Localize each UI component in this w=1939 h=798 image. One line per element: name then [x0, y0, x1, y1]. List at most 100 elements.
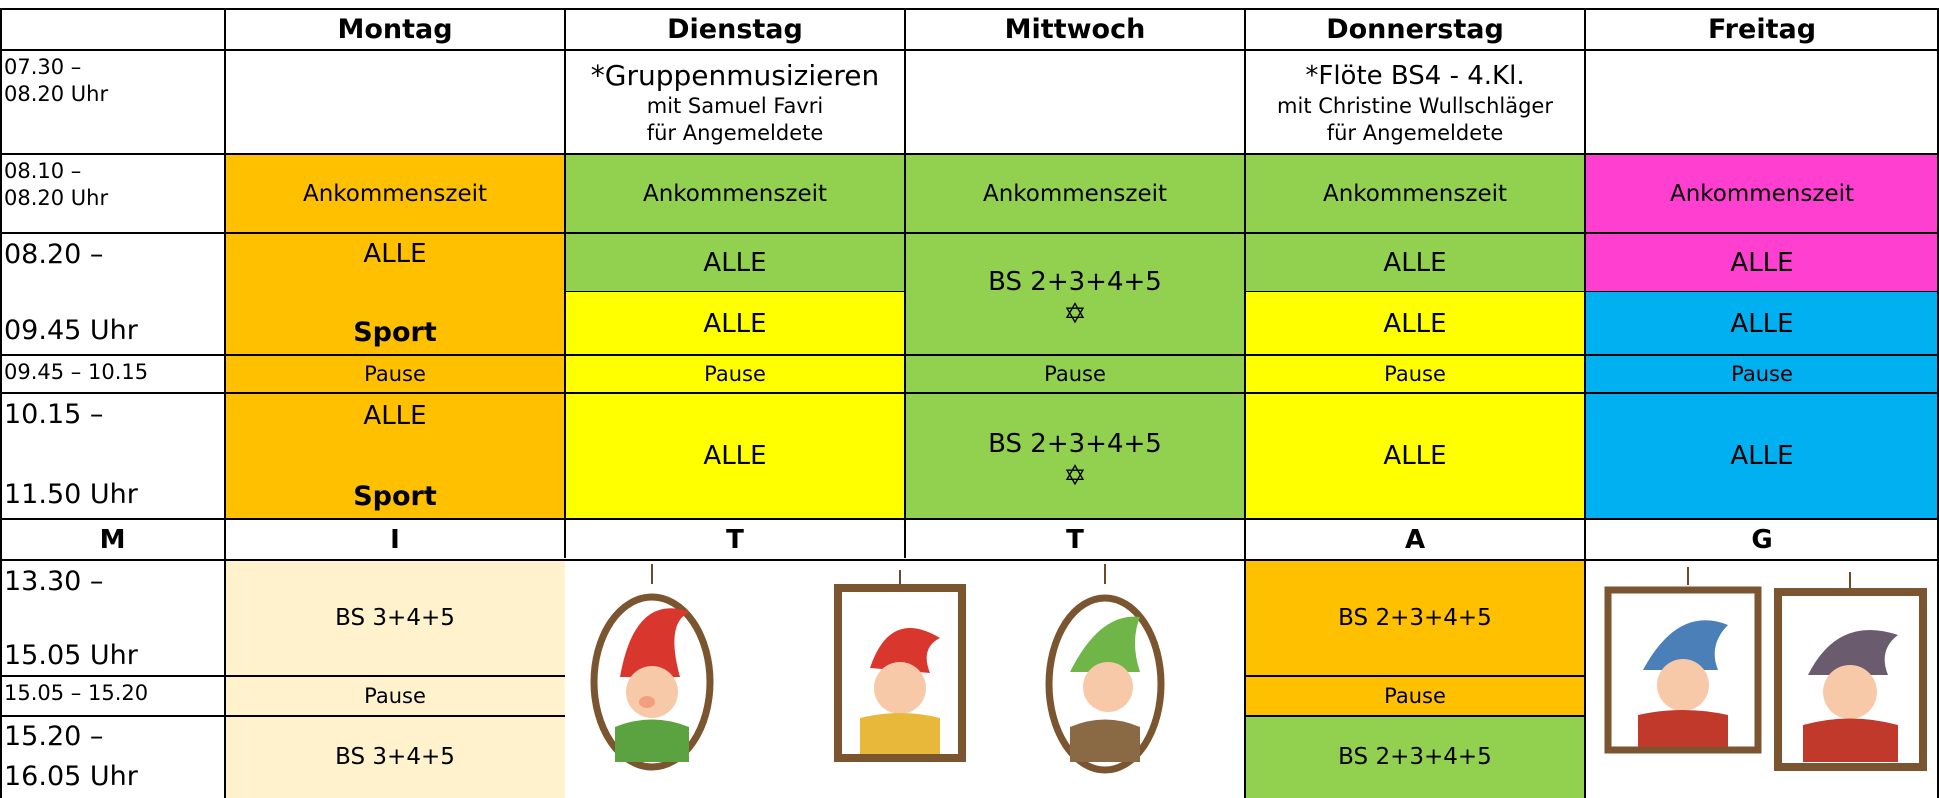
wed-block1: BS 2+3+4+5 ✡ — [905, 233, 1245, 355]
grid-line — [904, 8, 906, 558]
gnome-red-hat-square-illustration — [834, 570, 966, 762]
time-0730-start: 07.30 – — [4, 55, 82, 79]
thu-arrival-label: Ankommenszeit — [1322, 180, 1508, 207]
grid-line — [1245, 291, 1939, 292]
header-wednesday: Mittwoch — [1004, 13, 1146, 45]
thu-afternoon-pause: Pause — [1245, 676, 1585, 716]
grid-line — [565, 291, 905, 292]
gnome-grey-hat-illustration — [1774, 572, 1927, 771]
time-1330: 13.30 – 15.05 Uhr — [0, 560, 225, 676]
time-1330-start: 13.30 – — [4, 566, 104, 597]
fri-arrival-label: Ankommenszeit — [1669, 180, 1855, 207]
grid-line — [1584, 8, 1586, 798]
mon-block2-all: ALLE — [363, 401, 427, 431]
tue-block1-top: ALLE — [565, 233, 905, 292]
thu-early-teacher: mit Christine Wullschläger — [1277, 94, 1553, 118]
time-0730: 07.30 – 08.20 Uhr — [0, 50, 225, 154]
grid-line — [0, 392, 1939, 394]
time-0810-end: 08.20 Uhr — [4, 186, 109, 210]
wed-block2: BS 2+3+4+5 ✡ — [905, 393, 1245, 519]
thu-block2: ALLE — [1245, 393, 1585, 519]
grid-line — [1245, 715, 1585, 717]
thu-arrival: Ankommenszeit — [1245, 154, 1585, 233]
mon-block1: ALLE Sport — [225, 233, 565, 355]
thu-early-note: für Angemeldete — [1326, 121, 1504, 145]
midday-letter-m: M — [99, 524, 126, 555]
time-0810-start: 08.10 – — [4, 159, 82, 183]
midday-letter-a: A — [1404, 524, 1426, 555]
wed-arrival: Ankommenszeit — [905, 154, 1245, 233]
grid-line — [0, 49, 1939, 51]
gnome-green-hat-oval-illustration — [1045, 564, 1165, 774]
time-0820-end: 09.45 Uhr — [4, 315, 138, 346]
time-0820-start: 08.20 – — [4, 239, 104, 270]
wed-pause-label: Pause — [1044, 362, 1106, 386]
fri-block1-top-label: ALLE — [1730, 247, 1794, 278]
midday-letter-t1: T — [726, 524, 744, 555]
thu-afternoon2: BS 2+3+4+5 — [1245, 716, 1585, 798]
mon-arrival: Ankommenszeit — [225, 154, 565, 233]
thu-block1-bottom: ALLE — [1245, 292, 1585, 355]
thu-afternoon2-label: BS 2+3+4+5 — [1338, 744, 1492, 770]
fri-block2: ALLE — [1585, 393, 1939, 519]
tue-pause: Pause — [565, 355, 905, 393]
thu-afternoon1-label: BS 2+3+4+5 — [1338, 605, 1492, 631]
sun-icon: ✡ — [1063, 297, 1087, 330]
mon-block1-sport: Sport — [353, 317, 437, 348]
gnome-blue-hat-illustration — [1604, 567, 1762, 754]
time-1505: 15.05 – 15.20 — [0, 676, 225, 716]
tue-arrival: Ankommenszeit — [565, 154, 905, 233]
time-1015-start: 10.15 – — [4, 399, 104, 430]
tue-early-note: für Angemeldete — [646, 121, 824, 145]
thu-early-title: *Flöte BS4 - 4.Kl. — [1305, 61, 1525, 91]
mon-afternoon1: BS 3+4+5 — [225, 560, 565, 676]
tue-early-lesson: *Gruppenmusizieren mit Samuel Favri für … — [565, 50, 905, 154]
header-thursday: Donnerstag — [1326, 13, 1504, 45]
thu-block2-label: ALLE — [1383, 441, 1447, 471]
time-0945-range: 09.45 – 10.15 — [4, 360, 149, 384]
time-0945: 09.45 – 10.15 — [0, 355, 225, 393]
grid-line — [1245, 675, 1585, 677]
wed-arrival-label: Ankommenszeit — [982, 180, 1168, 207]
time-1520-start: 15.20 – — [4, 721, 104, 752]
fri-pause: Pause — [1585, 355, 1939, 393]
fri-block1-top: ALLE — [1585, 233, 1939, 292]
thu-afternoon-pause-label: Pause — [1384, 684, 1446, 708]
grid-line — [224, 8, 226, 798]
tue-block2-label: ALLE — [703, 441, 767, 471]
mon-afternoon-pause-label: Pause — [364, 684, 426, 708]
thu-pause-label: Pause — [1384, 362, 1446, 386]
time-0820: 08.20 – 09.45 Uhr — [0, 233, 225, 355]
mon-afternoon2-label: BS 3+4+5 — [335, 744, 455, 770]
grid-line — [1937, 8, 1939, 798]
grid-line — [0, 232, 1939, 234]
fri-block1-bottom: ALLE — [1585, 292, 1939, 355]
header-friday: Freitag — [1707, 13, 1817, 45]
tue-block1-top-label: ALLE — [703, 247, 767, 278]
midday-letter-g: G — [1751, 524, 1773, 555]
thu-block1-top: ALLE — [1245, 233, 1585, 292]
mon-afternoon2: BS 3+4+5 — [225, 716, 565, 798]
mon-afternoon1-label: BS 3+4+5 — [335, 605, 455, 631]
tue-block1-bottom: ALLE — [565, 292, 905, 355]
time-0730-end: 08.20 Uhr — [4, 82, 109, 106]
grid-line — [0, 675, 565, 677]
grid-line — [0, 8, 2, 798]
wed-block2-label: BS 2+3+4+5 — [988, 429, 1162, 459]
gnome-red-hat-oval-illustration — [590, 564, 714, 771]
fri-arrival: Ankommenszeit — [1585, 154, 1939, 233]
grid-line — [0, 518, 1939, 520]
time-0810: 08.10 – 08.20 Uhr — [0, 154, 225, 233]
time-1505-range: 15.05 – 15.20 — [4, 681, 149, 705]
mon-pause-label: Pause — [364, 362, 426, 386]
header-tuesday: Dienstag — [667, 13, 803, 45]
thu-block1-top-label: ALLE — [1383, 247, 1447, 278]
midday-letter-i: I — [390, 524, 400, 555]
grid-line — [0, 153, 1939, 155]
fri-block2-label: ALLE — [1730, 441, 1794, 471]
tue-block2: ALLE — [565, 393, 905, 519]
grid-line — [564, 8, 566, 558]
mon-pause: Pause — [225, 355, 565, 393]
tue-early-teacher: mit Samuel Favri — [646, 94, 824, 118]
